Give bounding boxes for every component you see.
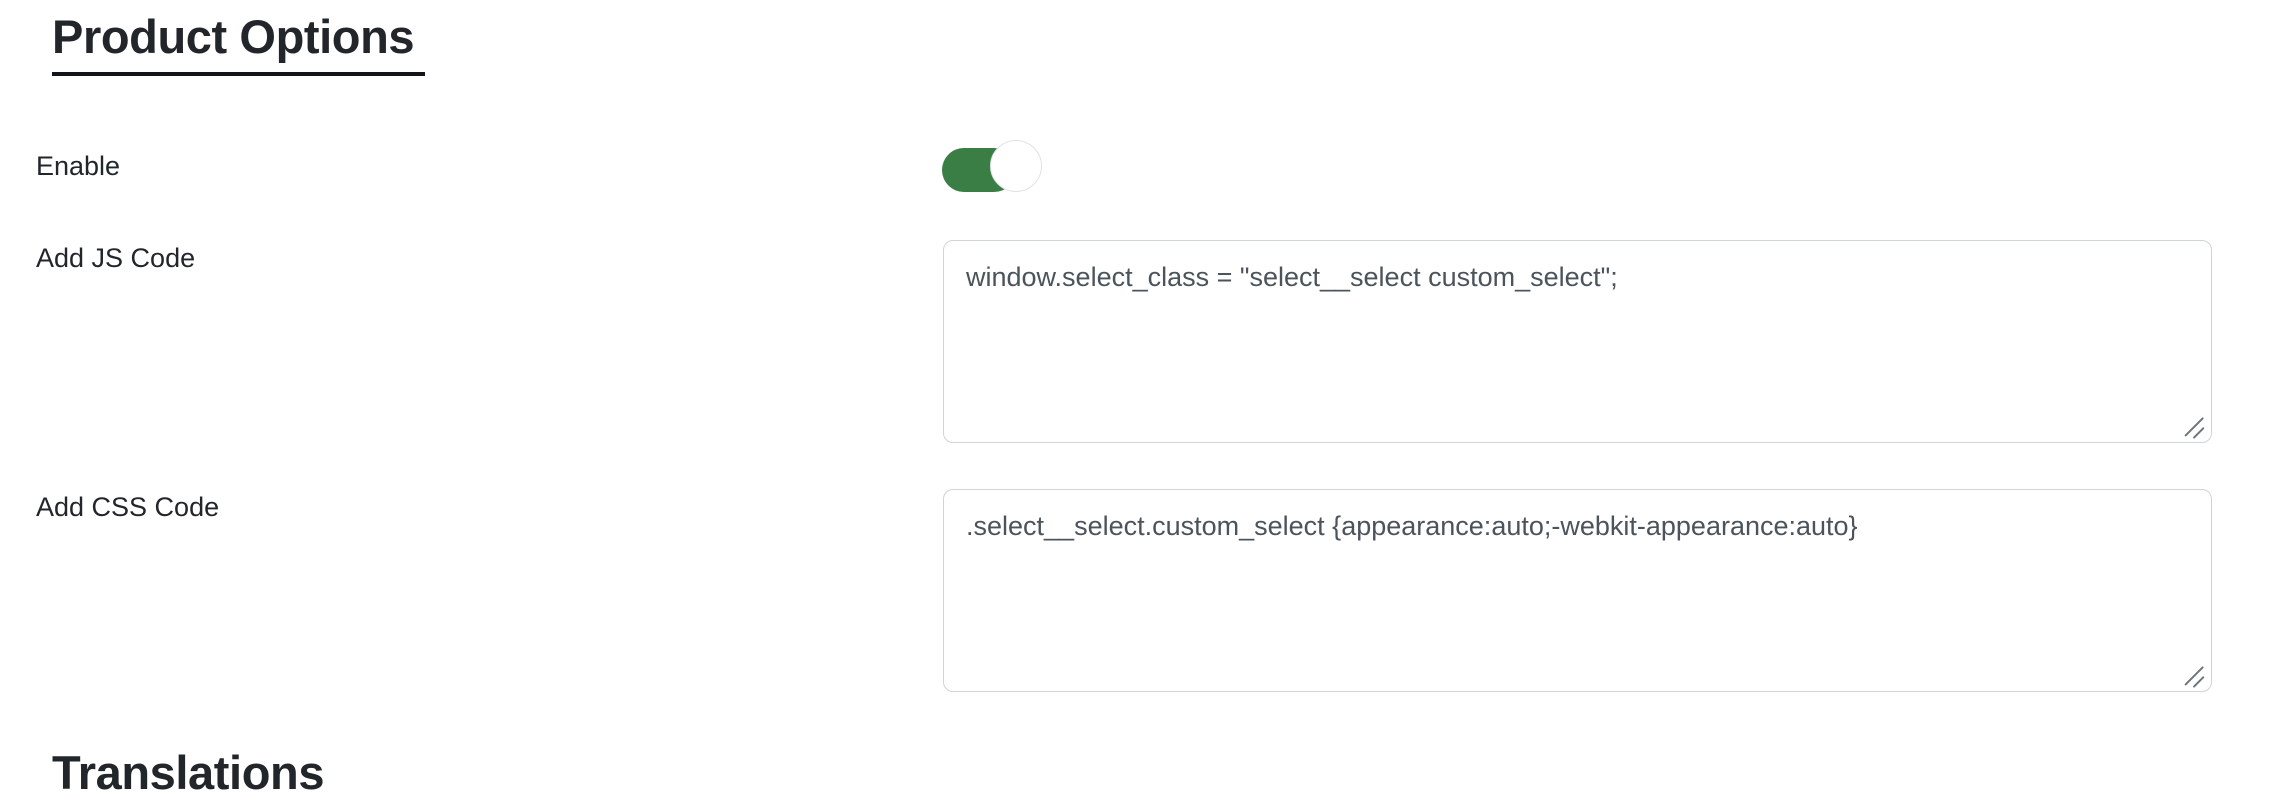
enable-toggle[interactable] (942, 140, 1043, 192)
section-heading-translations: Translations (52, 744, 324, 802)
js-code-input[interactable] (943, 240, 2212, 443)
section-heading-product-options: Product Options (52, 8, 425, 76)
css-code-input[interactable] (943, 489, 2212, 692)
page-title: Product Options (52, 10, 415, 63)
label-add-js-code: Add JS Code (36, 243, 196, 273)
heading-underline (52, 72, 425, 76)
translations-title: Translations (52, 746, 325, 799)
label-add-css-code: Add CSS Code (36, 492, 220, 522)
toggle-knob (990, 140, 1042, 192)
label-enable: Enable (36, 151, 121, 181)
form-row-enable: Enable (0, 140, 2292, 196)
